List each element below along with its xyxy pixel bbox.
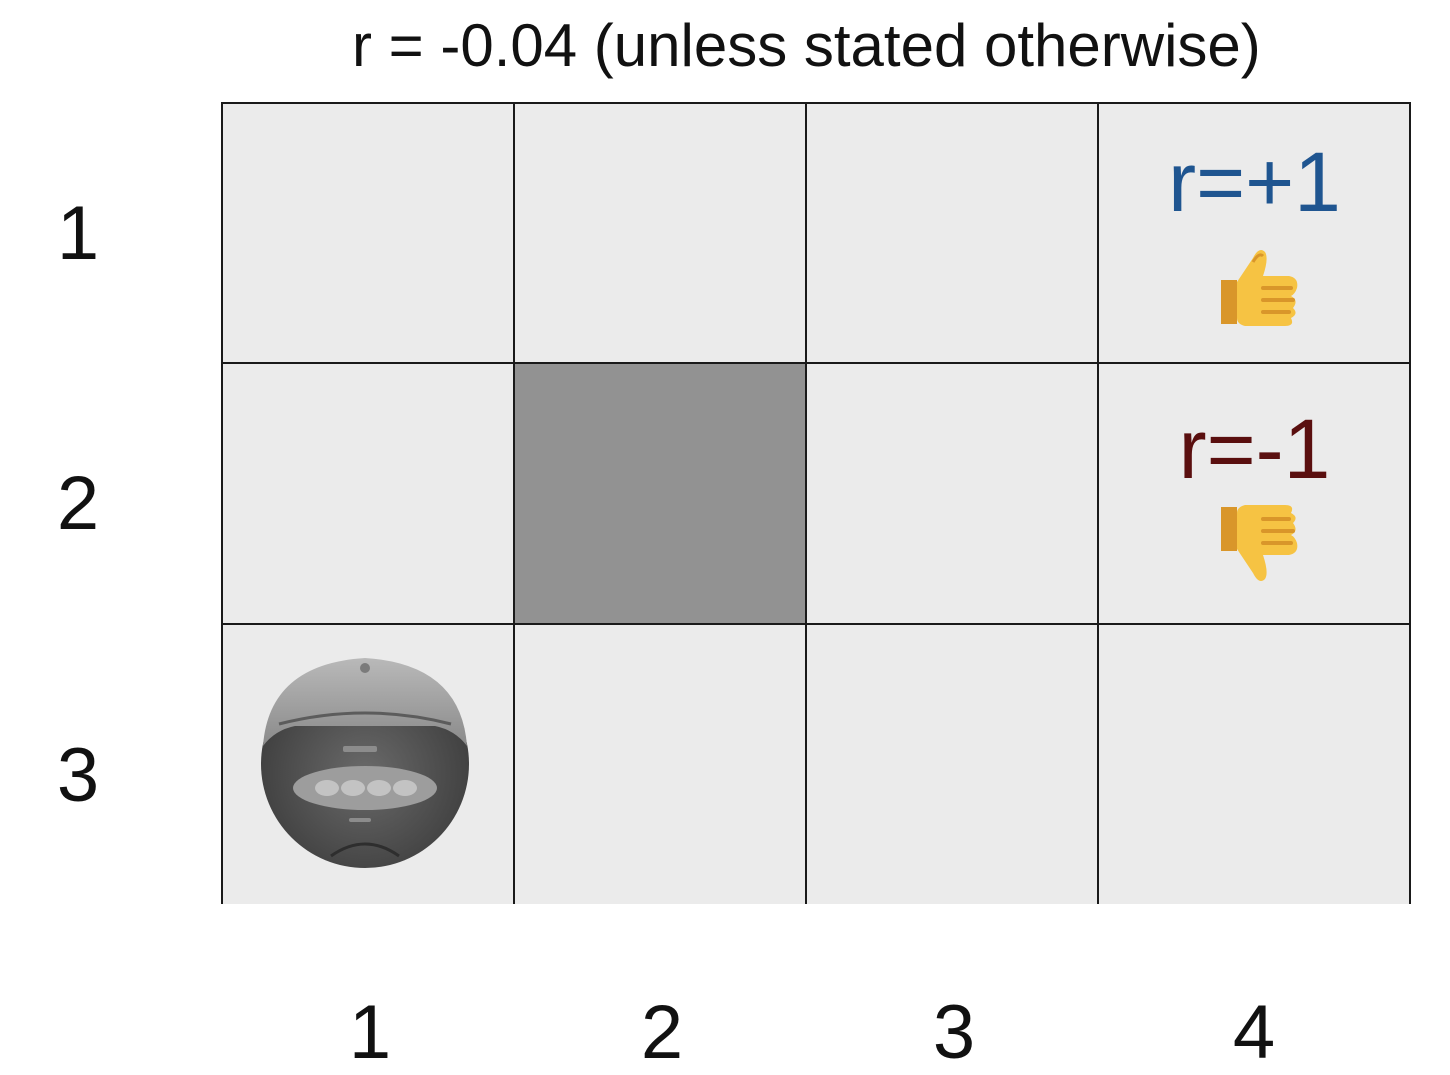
grid-line-left <box>221 102 223 904</box>
cell-r1-c1 <box>221 102 514 363</box>
cell-r2-c3 <box>806 363 1098 624</box>
row-label-1: 1 <box>56 191 100 276</box>
negative-reward-label: r=-1 <box>1178 402 1331 496</box>
gridworld: r=+1 r=-1 <box>221 102 1411 904</box>
grid-line-col-3-4 <box>1097 102 1099 904</box>
positive-reward-label: r=+1 <box>1168 135 1341 229</box>
cell-r3-c1-robot-start <box>221 624 514 904</box>
cell-r2-c4-negative-terminal: r=-1 <box>1098 363 1411 624</box>
grid-line-row-1-2 <box>221 362 1411 364</box>
col-label-1: 1 <box>348 990 392 1075</box>
cell-r3-c3 <box>806 624 1098 904</box>
reward-caption: r = -0.04 (unless stated otherwise) <box>352 12 1261 79</box>
cell-r1-c4-positive-terminal: r=+1 <box>1098 102 1411 363</box>
row-label-2: 2 <box>56 461 100 546</box>
cell-r3-c2 <box>514 624 806 904</box>
thumbs-up-icon <box>1207 236 1303 337</box>
col-label-3: 3 <box>932 990 976 1075</box>
grid-line-col-1-2 <box>513 102 515 904</box>
row-label-3: 3 <box>56 733 100 818</box>
cell-r3-c4 <box>1098 624 1411 904</box>
robot-vacuum-icon <box>255 646 475 876</box>
grid-line-col-2-3 <box>805 102 807 904</box>
grid-line-right <box>1409 102 1411 904</box>
wall-cell-r2-c2 <box>514 363 806 624</box>
cell-r2-c1 <box>221 363 514 624</box>
thumbs-down-icon <box>1207 499 1303 600</box>
grid-line-top <box>221 102 1411 104</box>
grid-line-row-2-3 <box>221 623 1411 625</box>
col-label-2: 2 <box>640 990 684 1075</box>
col-label-4: 4 <box>1232 990 1276 1075</box>
cell-r1-c2 <box>514 102 806 363</box>
cell-r1-c3 <box>806 102 1098 363</box>
